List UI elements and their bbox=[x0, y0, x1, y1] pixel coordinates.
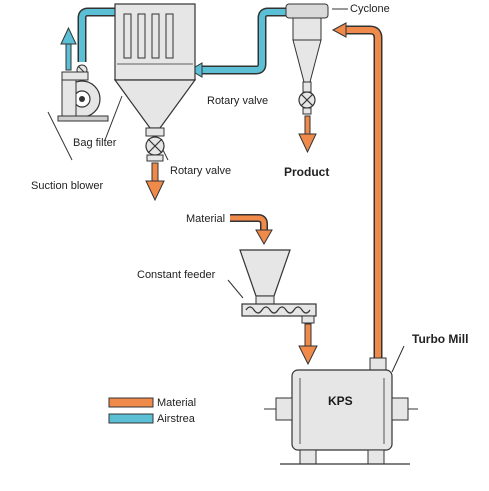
kps-label: KPS bbox=[328, 394, 353, 408]
turbo-mill bbox=[264, 357, 418, 465]
constant-feeder-label: Constant feeder bbox=[137, 269, 216, 281]
air-duct-filter-to-blower bbox=[77, 7, 115, 62]
material-pipe-mill-to-cyclone bbox=[345, 25, 383, 362]
feeder-to-mill-arrow bbox=[298, 345, 318, 366]
suction-blower-label: Suction blower bbox=[31, 180, 103, 192]
constant-feeder bbox=[239, 249, 317, 324]
turbo-mill-label: Turbo Mill bbox=[412, 332, 468, 346]
suction-blower bbox=[57, 64, 109, 122]
bag-filter bbox=[113, 3, 197, 137]
product-label: Product bbox=[284, 165, 329, 179]
material-arrow-into-cyclone bbox=[331, 22, 347, 38]
exhaust-arrow-up bbox=[60, 26, 77, 45]
rotary-valve-bottom-label: Rotary valve bbox=[170, 165, 231, 177]
air-duct-cyclone-to-filter bbox=[200, 7, 300, 75]
rotary-valve-top-label: Rotary valve bbox=[207, 95, 268, 107]
legend: Material Airstrea bbox=[108, 397, 196, 425]
legend-label-material: Material bbox=[157, 397, 196, 409]
cyclone bbox=[285, 3, 329, 93]
material-label: Material bbox=[186, 213, 225, 225]
rotary-valve-bottom bbox=[145, 136, 165, 162]
product-arrow bbox=[298, 133, 317, 154]
legend-swatch-airstream bbox=[108, 413, 154, 424]
cyclone-label: Cyclone bbox=[350, 3, 390, 15]
rotary-valve-top bbox=[298, 91, 316, 115]
air-arrow-into-filter bbox=[189, 62, 203, 78]
material-input-arrowhead bbox=[255, 229, 273, 246]
legend-swatch-material bbox=[108, 397, 154, 408]
legend-label-airstream: Airstrea bbox=[157, 413, 196, 425]
bag-filter-label: Bag filter bbox=[73, 137, 117, 149]
filter-discharge-arrow bbox=[145, 180, 165, 202]
